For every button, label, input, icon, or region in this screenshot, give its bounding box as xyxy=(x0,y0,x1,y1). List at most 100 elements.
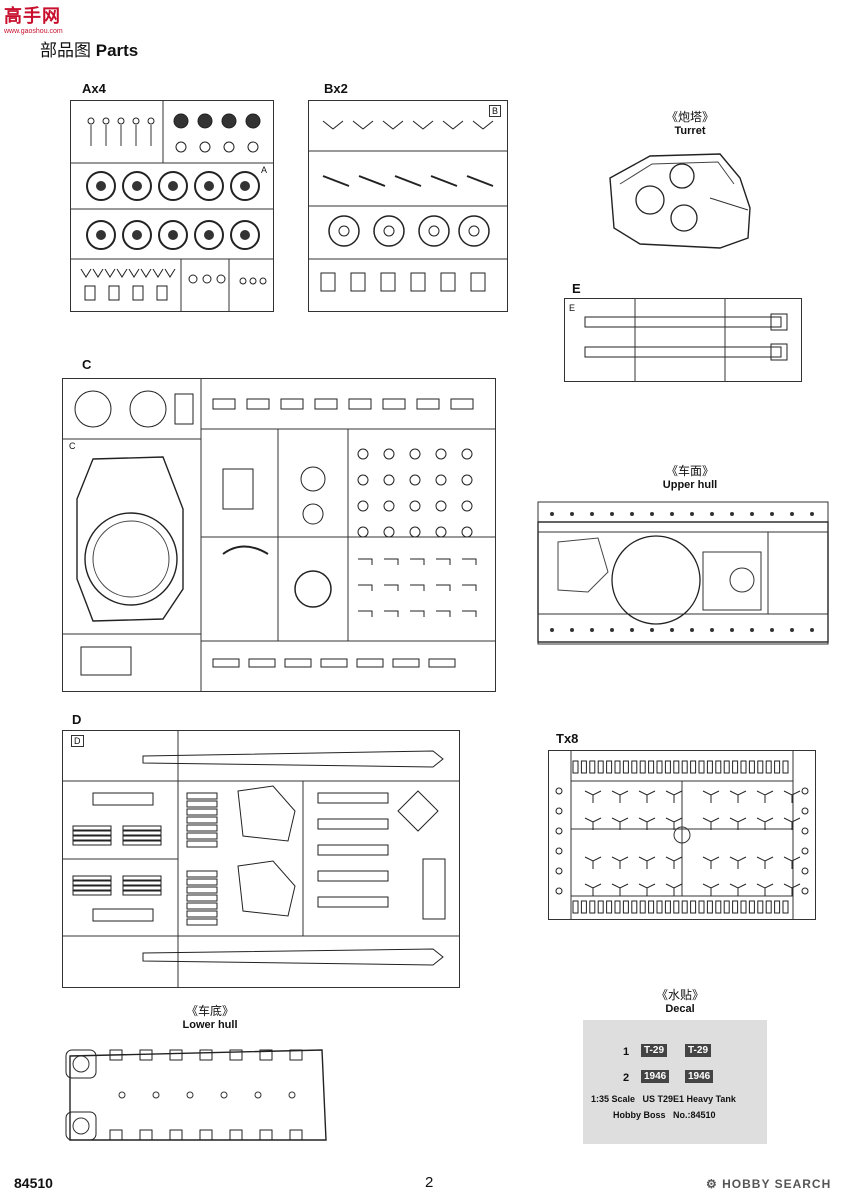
sprue-gate xyxy=(555,827,563,835)
track-link xyxy=(186,886,218,894)
decal-t29-a: T-29 xyxy=(641,1044,668,1057)
suspension-mount xyxy=(229,1049,243,1061)
sprue-a: A xyxy=(70,100,274,312)
decal-t29-b: T-29 xyxy=(685,1044,712,1057)
bolt xyxy=(610,512,614,516)
small-part xyxy=(428,658,456,668)
road-wheel-hub xyxy=(96,230,106,240)
track-pin xyxy=(698,760,705,774)
sprue-gate xyxy=(801,807,809,815)
sprue-c: C xyxy=(62,378,496,692)
track-pin xyxy=(757,900,764,914)
turret-caption: 《炮塔》Turret xyxy=(665,110,714,137)
sprue-b: B xyxy=(308,100,508,312)
track-pin xyxy=(597,900,604,914)
small-part xyxy=(358,584,373,591)
road-wheel-hub xyxy=(132,181,142,191)
small-wheel xyxy=(247,141,259,153)
track-link xyxy=(186,918,218,926)
small-part xyxy=(382,120,404,130)
track-link xyxy=(122,830,162,836)
small-part xyxy=(435,448,447,460)
track-link xyxy=(186,824,218,832)
page-number: 2 xyxy=(425,1174,434,1191)
sprue-gate xyxy=(801,847,809,855)
track-pin xyxy=(572,900,579,914)
suspension-mount xyxy=(139,1129,153,1141)
idler-wheel xyxy=(458,215,490,247)
track-pin xyxy=(782,760,789,774)
suspension-mount xyxy=(199,1049,213,1061)
track-pin xyxy=(648,900,655,914)
sprocket-hub xyxy=(338,225,350,237)
watermark-logo: 高手网 www.gaoshou.com xyxy=(4,6,63,35)
sprue-gate xyxy=(555,787,563,795)
sprue-gate xyxy=(801,827,809,835)
track-pin xyxy=(774,760,781,774)
bolt xyxy=(650,512,654,516)
lower-hull-caption: 《车底》Lower hull xyxy=(182,1004,238,1031)
track-link xyxy=(72,880,112,886)
track-pin xyxy=(698,900,705,914)
track-link xyxy=(756,790,774,803)
track-pin xyxy=(664,900,671,914)
track-pin xyxy=(622,760,629,774)
bolt xyxy=(630,512,634,516)
track-link xyxy=(72,840,112,846)
track-link xyxy=(72,875,112,881)
hatch-ring xyxy=(294,570,332,608)
track-link xyxy=(611,817,629,830)
small-part xyxy=(116,268,128,278)
sprue-gate xyxy=(801,887,809,895)
track-pin xyxy=(631,760,638,774)
track-link xyxy=(702,856,720,869)
sprue-gate xyxy=(801,867,809,875)
sprue-b-drawing xyxy=(309,120,507,292)
track-link xyxy=(584,883,602,896)
sprocket-hub xyxy=(383,225,395,237)
small-part xyxy=(320,658,348,668)
decal-1946-a: 1946 xyxy=(641,1070,670,1083)
small-part xyxy=(410,272,426,292)
small-part xyxy=(249,277,257,285)
track-pin xyxy=(706,760,713,774)
small-part xyxy=(284,658,312,668)
small-part xyxy=(435,526,447,538)
decal-row2-number: 2 xyxy=(623,1072,630,1084)
track-pin xyxy=(614,760,621,774)
track-pin xyxy=(606,760,613,774)
bolt xyxy=(730,628,734,632)
bolt xyxy=(670,628,674,632)
small-part xyxy=(383,448,395,460)
track-pin xyxy=(690,900,697,914)
track-link xyxy=(611,883,629,896)
track-pin xyxy=(715,760,722,774)
track-pin xyxy=(706,900,713,914)
track-pin xyxy=(681,760,688,774)
road-wheel xyxy=(122,171,152,201)
suspension-mount xyxy=(229,1129,243,1141)
small-wheel xyxy=(221,113,237,129)
small-part xyxy=(430,175,458,187)
track-link xyxy=(729,883,747,896)
small-part xyxy=(156,285,168,301)
track-link xyxy=(186,902,218,910)
small-part xyxy=(132,117,140,125)
sprue-d-letter: D xyxy=(71,735,84,747)
small-part xyxy=(320,272,336,292)
track-link xyxy=(665,817,683,830)
suspension-mount xyxy=(289,1129,303,1141)
small-part xyxy=(384,558,399,565)
bolt xyxy=(550,628,554,632)
track-pin xyxy=(740,900,747,914)
sprue-d: D xyxy=(62,730,460,988)
small-part xyxy=(383,474,395,486)
track-link xyxy=(584,856,602,869)
small-part xyxy=(470,272,486,292)
small-part xyxy=(117,117,125,125)
small-part xyxy=(461,500,473,512)
sprue-gate xyxy=(801,787,809,795)
track-link xyxy=(122,840,162,846)
track-link xyxy=(72,885,112,891)
track-pin xyxy=(765,900,772,914)
